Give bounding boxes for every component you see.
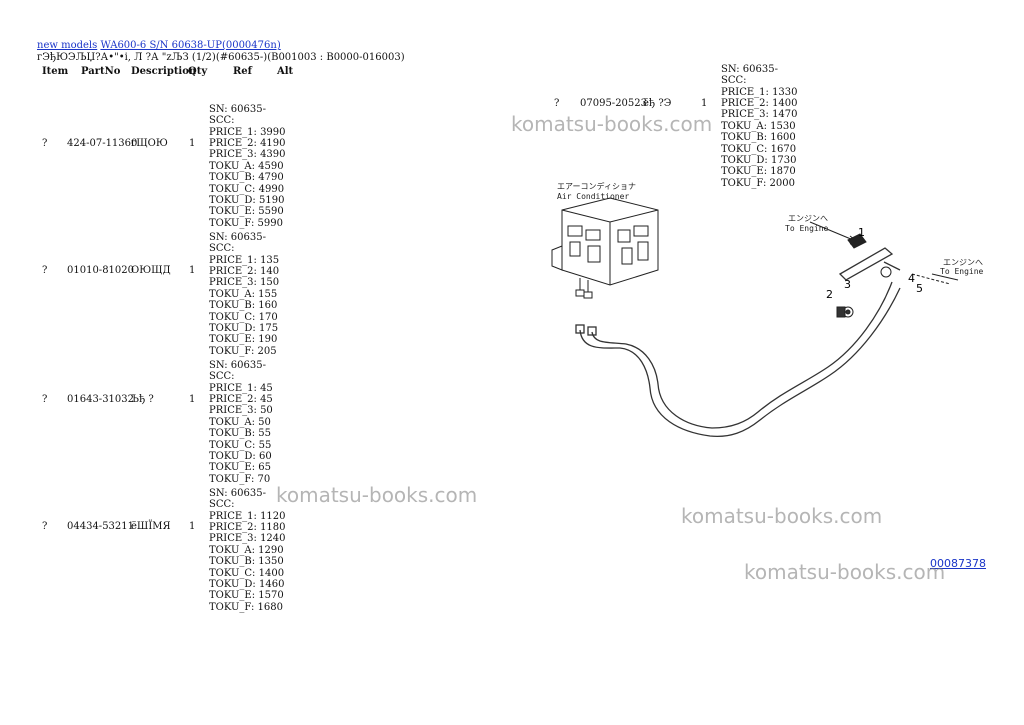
watermark: komatsu-books.com bbox=[511, 112, 713, 136]
breadcrumb: new models WA600-6 S/N 60638-UP(0000476n… bbox=[37, 40, 281, 51]
row-item: ? bbox=[42, 394, 48, 405]
watermark: komatsu-books.com bbox=[681, 504, 883, 528]
row-qty: 1 bbox=[189, 265, 196, 276]
row-description: ОЮЩД bbox=[131, 265, 171, 276]
page-subtitle: гЭђЮЭЉЏ?А•"•і, Л ?А "zЉЗ (1/2)(#60635-)(… bbox=[37, 52, 405, 63]
label-to-engine-en-2: To Engine bbox=[940, 267, 984, 276]
callout-4: 4 bbox=[908, 272, 915, 285]
figure-number: 00087378 bbox=[930, 557, 986, 570]
label-air-conditioner-en: Air Conditioner bbox=[557, 192, 630, 201]
col-header-alt: Alt bbox=[277, 66, 294, 77]
row-partno: 424-07-11360 bbox=[67, 138, 138, 149]
row-description: гЩОЮ bbox=[131, 138, 168, 149]
arrow-icon bbox=[809, 221, 959, 281]
row-description: Ъђ ? bbox=[131, 394, 154, 405]
row-description: ёШЇМЯ bbox=[131, 521, 171, 532]
row-qty: 1 bbox=[189, 394, 196, 405]
row-description: ёђ ?Э bbox=[643, 98, 672, 109]
label-to-engine-en-1: To Engine bbox=[785, 224, 829, 233]
col-header-qty: Qty bbox=[188, 66, 208, 77]
watermark: komatsu-books.com bbox=[744, 560, 946, 584]
row-item: ? bbox=[554, 98, 560, 109]
label-to-engine-jp-2: エンジンへ bbox=[943, 258, 983, 267]
col-header-partno: PartNo bbox=[81, 66, 121, 77]
row-partno: 01010-81020 bbox=[67, 265, 135, 276]
row-qty: 1 bbox=[189, 521, 196, 532]
row-item: ? bbox=[42, 265, 48, 276]
hose-routing-drawing bbox=[575, 247, 901, 438]
col-header-description: Description bbox=[131, 66, 197, 77]
row-item: ? bbox=[42, 521, 48, 532]
row-partno: 04434-53211 bbox=[67, 521, 135, 532]
parts-diagram: 1 2 3 4 5 bbox=[551, 197, 959, 438]
col-header-ref: Ref bbox=[233, 66, 252, 77]
row-partno: 07095-20523 bbox=[580, 98, 648, 109]
callout-2: 2 bbox=[826, 288, 833, 301]
row-partno: 01643-31032 bbox=[67, 394, 135, 405]
row-qty: 1 bbox=[189, 138, 196, 149]
label-air-conditioner-jp: エアーコンディショナ bbox=[557, 182, 636, 191]
breadcrumb-link-model[interactable]: WA600-6 S/N 60638-UP(0000476n) bbox=[100, 40, 281, 51]
callout-5: 5 bbox=[916, 282, 923, 295]
breadcrumb-link-new-models[interactable]: new models bbox=[37, 40, 98, 51]
callout-1: 1 bbox=[858, 226, 865, 239]
col-header-item: Item bbox=[42, 66, 69, 77]
air-conditioner-unit-drawing bbox=[551, 197, 659, 299]
watermark: komatsu-books.com bbox=[276, 483, 478, 507]
label-to-engine-jp-1: エンジンへ bbox=[788, 214, 828, 223]
row-item: ? bbox=[42, 138, 48, 149]
callout-3: 3 bbox=[844, 278, 851, 291]
row-qty: 1 bbox=[701, 98, 708, 109]
